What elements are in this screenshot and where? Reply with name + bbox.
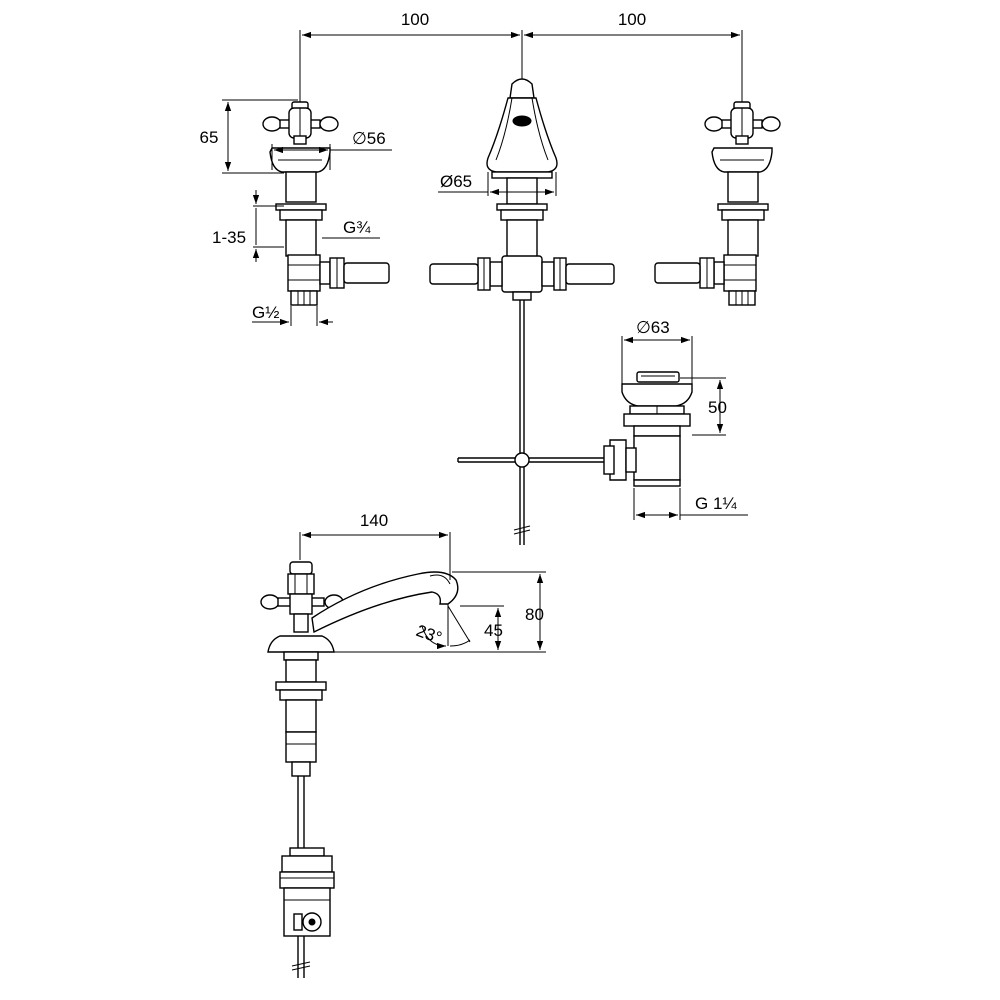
deck-range-dimension: 1-35 [212,190,284,262]
handle-height-dimension: 65 [200,99,298,174]
left-valve [262,101,390,306]
spout-angle-label: 23° [414,621,445,648]
center-spout [429,78,615,545]
waste-height-label: 50 [708,398,727,417]
outlet-connection-label: G¾ [343,218,371,237]
spacing-right-label: 100 [618,10,646,29]
outlet-connection-dimension: G¾ [322,218,380,239]
handle-height-label: 65 [200,128,219,147]
waste-height-dimension: 50 [680,377,727,436]
outlet-height-label: 45 [484,621,503,640]
spacing-left-label: 100 [401,10,429,29]
side-view-tap [260,561,459,978]
waste-thread-label: G 1¼ [695,494,737,513]
spout-height-label: 80 [525,605,544,624]
spout-diameter-label: Ø65 [440,172,472,191]
spout-height-dimension: 80 [334,571,546,653]
spout-angle-dimension: 23° [414,604,471,650]
inlet-connection-label: G½ [252,303,279,322]
outlet-height-dimension: 45 [460,605,504,650]
right-valve [654,101,781,306]
handle-diameter-dimension: ∅56 [271,129,392,170]
waste-diameter-dimension: ∅63 [621,318,693,390]
spout-reach-label: 140 [360,511,388,530]
deck-range-label: 1-35 [212,228,246,247]
inlet-connection-dimension: G½ [252,303,333,326]
waste-thread-dimension: G 1¼ [633,488,748,520]
waste-diameter-label: ∅63 [636,318,670,337]
pop-up-waste [603,371,693,487]
spout-diameter-dimension: Ø65 [438,172,557,196]
spout-reach-dimension: 140 [299,511,451,580]
spacing-dimension: 100 100 [299,10,743,104]
handle-diameter-label: ∅56 [352,129,386,148]
